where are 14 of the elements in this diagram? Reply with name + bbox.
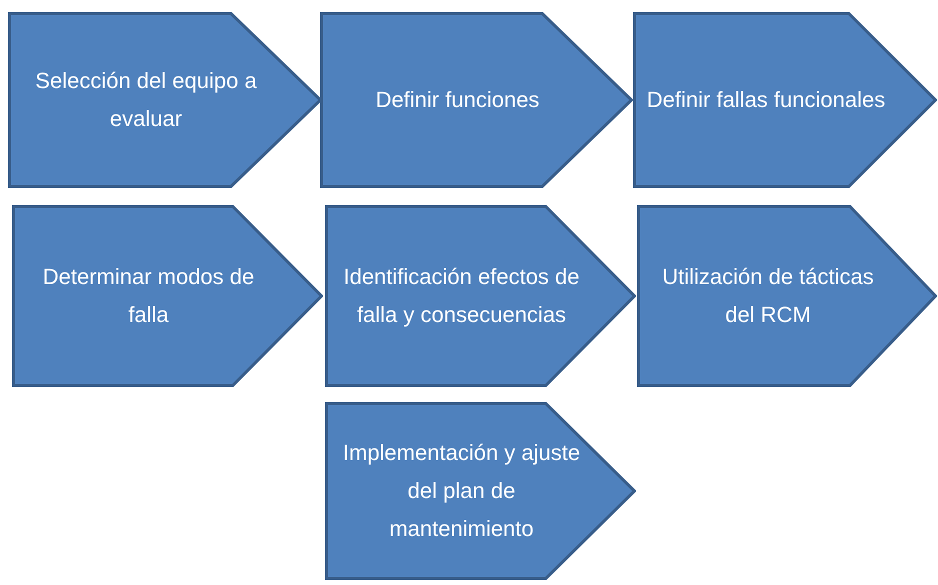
pentagon-arrow-shape <box>8 12 322 188</box>
step-label: Definir fallas funcionales <box>646 86 886 114</box>
pentagon-arrow-shape <box>325 205 636 387</box>
step-label: Definir funciones <box>376 86 540 114</box>
pentagon-arrow-shape <box>325 402 636 580</box>
pentagon-arrow-shape <box>320 12 633 188</box>
step-label: Utilización de tácticas del RCM <box>661 263 875 329</box>
pentagon-arrow-shape <box>633 12 937 188</box>
step-label: Implementación y ajuste del plan de mantenimiento <box>342 439 582 543</box>
pentagon-arrow-shape <box>12 205 323 387</box>
step-label: Determinar modos de falla <box>42 263 256 329</box>
step-label: Selección del equipo a evaluar <box>34 67 258 133</box>
step-label: Identificación efectos de falla y consecuencias <box>342 263 581 329</box>
pentagon-arrow-shape <box>637 205 937 387</box>
